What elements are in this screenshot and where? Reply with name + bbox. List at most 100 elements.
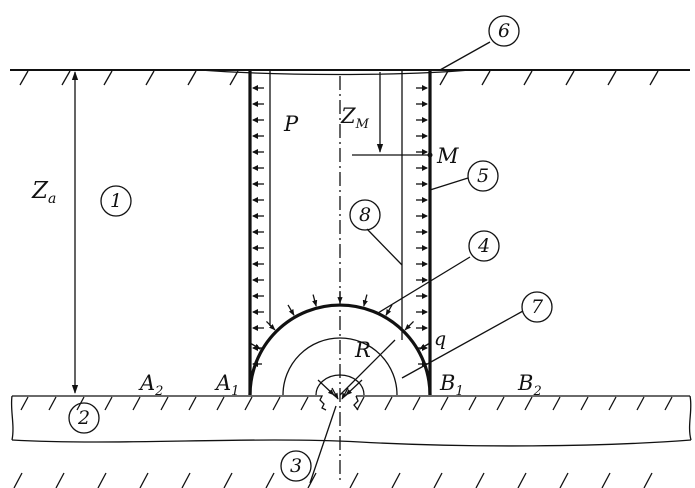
surface-hatch-line — [523, 70, 533, 86]
label-b2: B2 — [517, 371, 542, 399]
seam-top-hatch-line — [216, 396, 225, 411]
arch-core — [315, 374, 365, 396]
pressure-arrowhead — [252, 261, 258, 267]
surface-hatch-line — [565, 70, 575, 86]
callout-4: 4 — [468, 230, 500, 262]
seam-bottom-hatch-line — [55, 472, 65, 488]
flow-arrows — [317, 379, 363, 400]
arch-inner — [282, 337, 398, 396]
surface-hatch-line — [19, 70, 29, 86]
seam-top-hatch-line — [580, 396, 589, 411]
coal-seam — [10, 395, 692, 488]
seam-bottom-hatch-line — [559, 472, 569, 488]
callout-8: 8 — [349, 199, 381, 231]
seam-top-hatch-line — [272, 396, 281, 411]
seam-top-hatch-line — [524, 396, 533, 411]
seam-bottom-hatch-line — [349, 472, 359, 488]
pressure-arrowhead — [252, 229, 258, 235]
seam-bottom-hatch-line — [97, 472, 107, 488]
leader-lines — [309, 41, 524, 484]
label-m: M — [436, 144, 459, 168]
seam-bottom-hatch-line — [391, 472, 401, 488]
seam-top-hatch-line — [160, 396, 169, 411]
seam-top-hatch-line — [20, 396, 29, 411]
surface-hatch-line — [607, 70, 617, 86]
seam-top-hatch-line — [440, 396, 449, 411]
seam-bottom-hatch-line — [517, 472, 527, 488]
pressure-arrowhead — [252, 245, 258, 251]
seam-bottom-hatch-line — [265, 472, 275, 488]
pressure-arrowhead — [422, 85, 428, 91]
pressure-arrowhead — [252, 165, 258, 171]
arch-outer — [248, 303, 432, 396]
surface-hatching — [19, 70, 659, 86]
seam-bottom-hatch-line — [643, 472, 653, 488]
seam-top-hatch-line — [48, 396, 57, 411]
seam-top-hatch-line — [664, 396, 673, 411]
arch-pressure-arrow — [404, 321, 414, 331]
pressure-arrowhead — [252, 85, 258, 91]
arch-pressure-arrow — [385, 304, 393, 316]
seam-top-hatch-line — [384, 396, 393, 411]
label-r: R — [354, 338, 371, 362]
seam-top-hatch-line — [608, 396, 617, 411]
callout-7: 7 — [521, 291, 553, 323]
label-zm: ZM — [340, 104, 370, 132]
pressure-arrowhead — [422, 261, 428, 267]
surface-hatch-line — [145, 70, 155, 86]
label-p: P — [283, 112, 299, 136]
arch-pressure-arrow — [249, 342, 261, 350]
label-za: Za — [31, 178, 56, 207]
pressure-arrowhead — [422, 165, 428, 171]
seam-top-hatch-line — [188, 396, 197, 411]
seam-bottom-hatching — [13, 472, 653, 488]
pressure-arrowhead — [422, 101, 428, 107]
surface-hatch-line — [103, 70, 113, 86]
pressure-arrowhead — [252, 197, 258, 203]
pressure-arrowhead — [422, 133, 428, 139]
seam-top-hatch-line — [468, 396, 477, 411]
pressure-arrowhead — [422, 149, 428, 155]
arch-pressure-arrow — [312, 294, 318, 307]
pressure-arrowhead — [422, 181, 428, 187]
seam-bottom-hatch-line — [223, 472, 233, 488]
seam-top-hatch-line — [300, 396, 309, 411]
pressure-arrowhead — [252, 149, 258, 155]
pressure-arrowhead — [422, 213, 428, 219]
arch-pressure-arrow — [419, 342, 431, 350]
seam-top-hatch-line — [412, 396, 421, 411]
radius-line — [339, 339, 396, 396]
surface-hatch-line — [229, 70, 239, 86]
subsidence-curve — [199, 69, 471, 76]
ground-surface — [10, 69, 690, 86]
pressure-arrowhead — [422, 293, 428, 299]
surface-hatch-line — [481, 70, 491, 86]
pressure-arrowhead — [422, 277, 428, 283]
callout-1: 1 — [100, 185, 132, 217]
arch-pressure-arrow — [362, 294, 368, 307]
surface-hatch-line — [649, 70, 659, 86]
pressure-arrowhead — [422, 309, 428, 315]
seam-top-hatch-line — [132, 396, 141, 411]
pressure-arrowhead — [422, 325, 428, 331]
pressure-arrowhead — [252, 309, 258, 315]
arch-pressure-arrow — [287, 304, 295, 316]
seam-bottom-hatch-line — [601, 472, 611, 488]
point-m-dot — [427, 152, 433, 158]
callout-6-text: 6 — [498, 20, 510, 42]
arch-pressure-arrows — [249, 291, 431, 350]
seam-bottom-hatch-line — [475, 472, 485, 488]
pressure-arrowhead — [252, 325, 258, 331]
pressure-arrowhead — [252, 277, 258, 283]
seam-bottom-hatch-line — [13, 472, 23, 488]
seam-top-hatch-line — [496, 396, 505, 411]
seam-bottom-hatch-line — [307, 472, 317, 488]
pressure-arrowhead — [422, 117, 428, 123]
callout-2: 2 — [68, 402, 100, 434]
label-a1: A1 — [214, 371, 239, 399]
seam-bottom-hatch-line — [181, 472, 191, 488]
callout-2-text: 2 — [77, 407, 90, 429]
callout-1-text: 1 — [110, 190, 122, 212]
